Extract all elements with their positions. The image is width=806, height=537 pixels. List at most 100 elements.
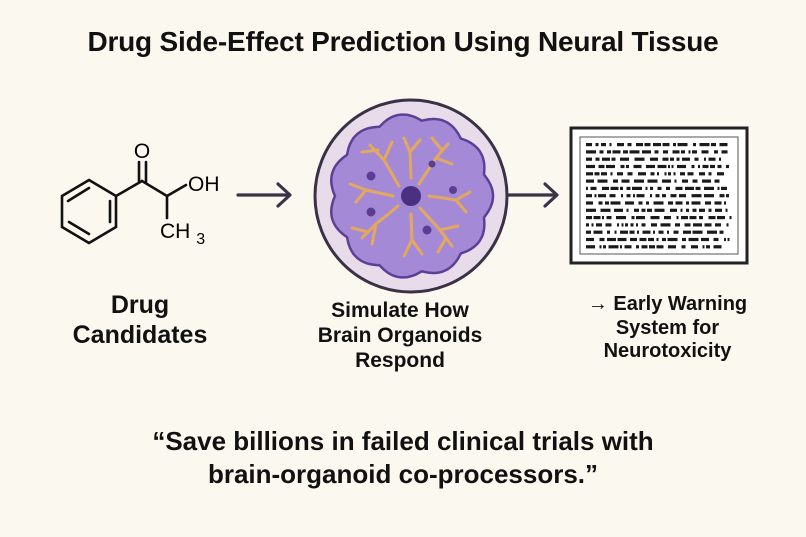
neurites [348, 136, 472, 258]
document-glyph [719, 143, 728, 147]
stage-label-simulate: Simulate How Brain Organoids Respond [317, 299, 483, 372]
document-glyph [693, 223, 702, 227]
document-glyph [668, 201, 673, 205]
document-glyph [699, 216, 703, 220]
document-glyph [594, 172, 600, 176]
document-glyph [726, 223, 729, 227]
document-glyph [710, 164, 715, 169]
document-glyph [668, 164, 670, 169]
document-glyph [708, 208, 712, 212]
document-glyph [702, 245, 705, 249]
document-glyph [676, 216, 679, 220]
document-glyph [704, 194, 714, 198]
brain-organoid-illustration [313, 98, 509, 294]
document-glyph [636, 216, 645, 220]
document-glyph [698, 164, 700, 169]
arrow-2 [504, 182, 559, 208]
document-glyph [656, 245, 664, 249]
document-glyph [675, 201, 683, 205]
document-glyph [686, 208, 689, 212]
document-glyph [650, 194, 652, 198]
document-glyph [677, 143, 688, 147]
document-glyph [673, 172, 676, 176]
document-glyph [725, 208, 728, 212]
document-glyph [596, 223, 602, 227]
document-glyph [721, 186, 727, 190]
document-glyph [671, 164, 674, 169]
document-glyph [672, 150, 680, 154]
document-glyph [655, 194, 660, 198]
document-glyph [692, 179, 698, 183]
document-glyph [673, 143, 676, 147]
document-glyph [685, 186, 694, 190]
document-glyph [699, 208, 705, 212]
document-glyph [676, 157, 680, 161]
document-glyph [714, 179, 720, 183]
document-glyph [673, 230, 679, 234]
document-glyph [651, 223, 657, 227]
document-glyph [681, 150, 685, 154]
document-glyph [606, 216, 612, 220]
document-glyph [724, 237, 726, 242]
document-glyph [586, 179, 594, 183]
document-glyph [603, 245, 606, 249]
document-glyph [717, 172, 724, 176]
document-glyph [691, 201, 701, 205]
document-glyph [713, 245, 722, 249]
document-glyph [609, 143, 612, 147]
document-glyph [675, 186, 683, 190]
methyl-label: CH 3 [160, 220, 205, 248]
document-glyph [591, 223, 594, 227]
document-glyph [668, 245, 676, 249]
document-glyph [680, 172, 685, 176]
document-glyph [586, 143, 592, 147]
document-glyph [599, 150, 604, 154]
document-glyph [636, 223, 638, 227]
document-glyph [629, 150, 640, 154]
document-glyph [593, 230, 603, 234]
document-glyph [688, 237, 699, 242]
document-glyph [626, 194, 631, 198]
document-glyph [683, 230, 691, 234]
document-glyph [729, 216, 732, 220]
document-glyph [650, 216, 660, 220]
document-glyph [713, 237, 719, 242]
document-glyph [617, 223, 619, 227]
document-glyph [654, 150, 659, 154]
document-glyph [621, 179, 630, 183]
document-glyph [708, 157, 716, 161]
document-glyph [627, 172, 633, 176]
document-glyph [620, 230, 628, 234]
document-glyph [626, 186, 631, 190]
document-glyph [637, 230, 639, 234]
document-glyph [692, 208, 697, 212]
stage-label-early-warning: → Early Warning System for Neurotoxicity [587, 293, 748, 363]
document-glyph [621, 223, 624, 227]
document-glyph [606, 164, 615, 169]
document-glyph [593, 216, 601, 220]
document-glyph [620, 245, 622, 249]
document-glyph [693, 143, 696, 147]
document-glyph [598, 164, 605, 169]
document-glyph [586, 150, 596, 154]
document-glyph [608, 245, 619, 249]
document-glyph [586, 237, 594, 242]
document-text-lines [586, 143, 732, 249]
document-glyph [701, 237, 709, 242]
document-glyph [706, 245, 710, 249]
document-glyph [670, 157, 674, 161]
ch3-subscript: 3 [196, 231, 205, 248]
document-glyph [626, 164, 629, 169]
document-glyph [682, 237, 686, 242]
document-glyph [634, 179, 644, 183]
document-glyph [657, 186, 662, 190]
document-glyph [633, 194, 635, 198]
document-glyph [660, 223, 671, 227]
document-glyph [721, 150, 728, 154]
ch3-label-text: CH [160, 220, 190, 243]
document-glyph [599, 245, 602, 249]
document-glyph [650, 157, 658, 161]
document-glyph [681, 245, 686, 249]
document-glyph [688, 150, 691, 154]
